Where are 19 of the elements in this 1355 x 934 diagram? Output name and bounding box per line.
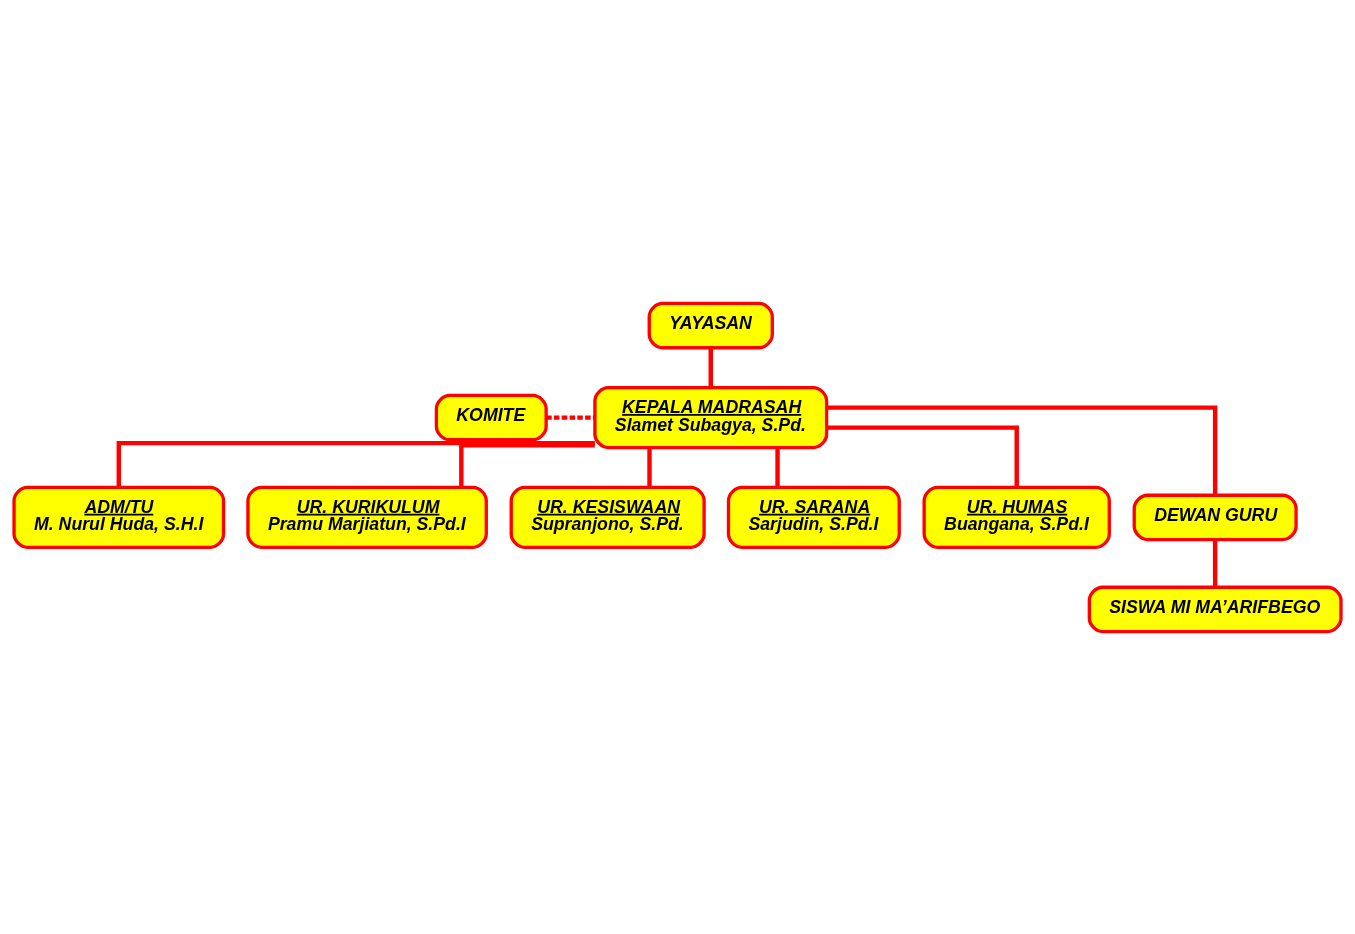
connector: [647, 447, 652, 487]
node-box: SISWA MI MA’ARIFBEGO: [1087, 585, 1343, 633]
node-box: UR. KESISWAAN Supranjono, S.Pd.: [509, 485, 706, 549]
connector: [826, 424, 1019, 487]
node-box: UR. KURIKULUM Pramu Marjiatun, S.Pd.I: [246, 485, 488, 549]
node-box: UR. HUMAS Buangana, S.Pd.I: [922, 485, 1111, 549]
node-box: DEWAN GURU: [1132, 493, 1298, 541]
connector: [775, 447, 780, 487]
node-box: YAYASAN: [647, 301, 774, 349]
node-box: KEPALA MADRASAH Slamet Subagya, S.Pd.: [593, 385, 829, 449]
node-box: ADM/TU M. Nurul Huda, S.H.I: [12, 485, 226, 549]
connector: [1212, 539, 1218, 587]
connector: [826, 404, 1218, 495]
connector: [708, 347, 713, 388]
connector: [459, 442, 595, 487]
node-box: UR. SARANA Sarjudin, S.Pd.I: [726, 485, 901, 549]
connector: [116, 440, 595, 487]
connector: [546, 414, 595, 420]
node-box: KOMITE: [434, 393, 548, 441]
